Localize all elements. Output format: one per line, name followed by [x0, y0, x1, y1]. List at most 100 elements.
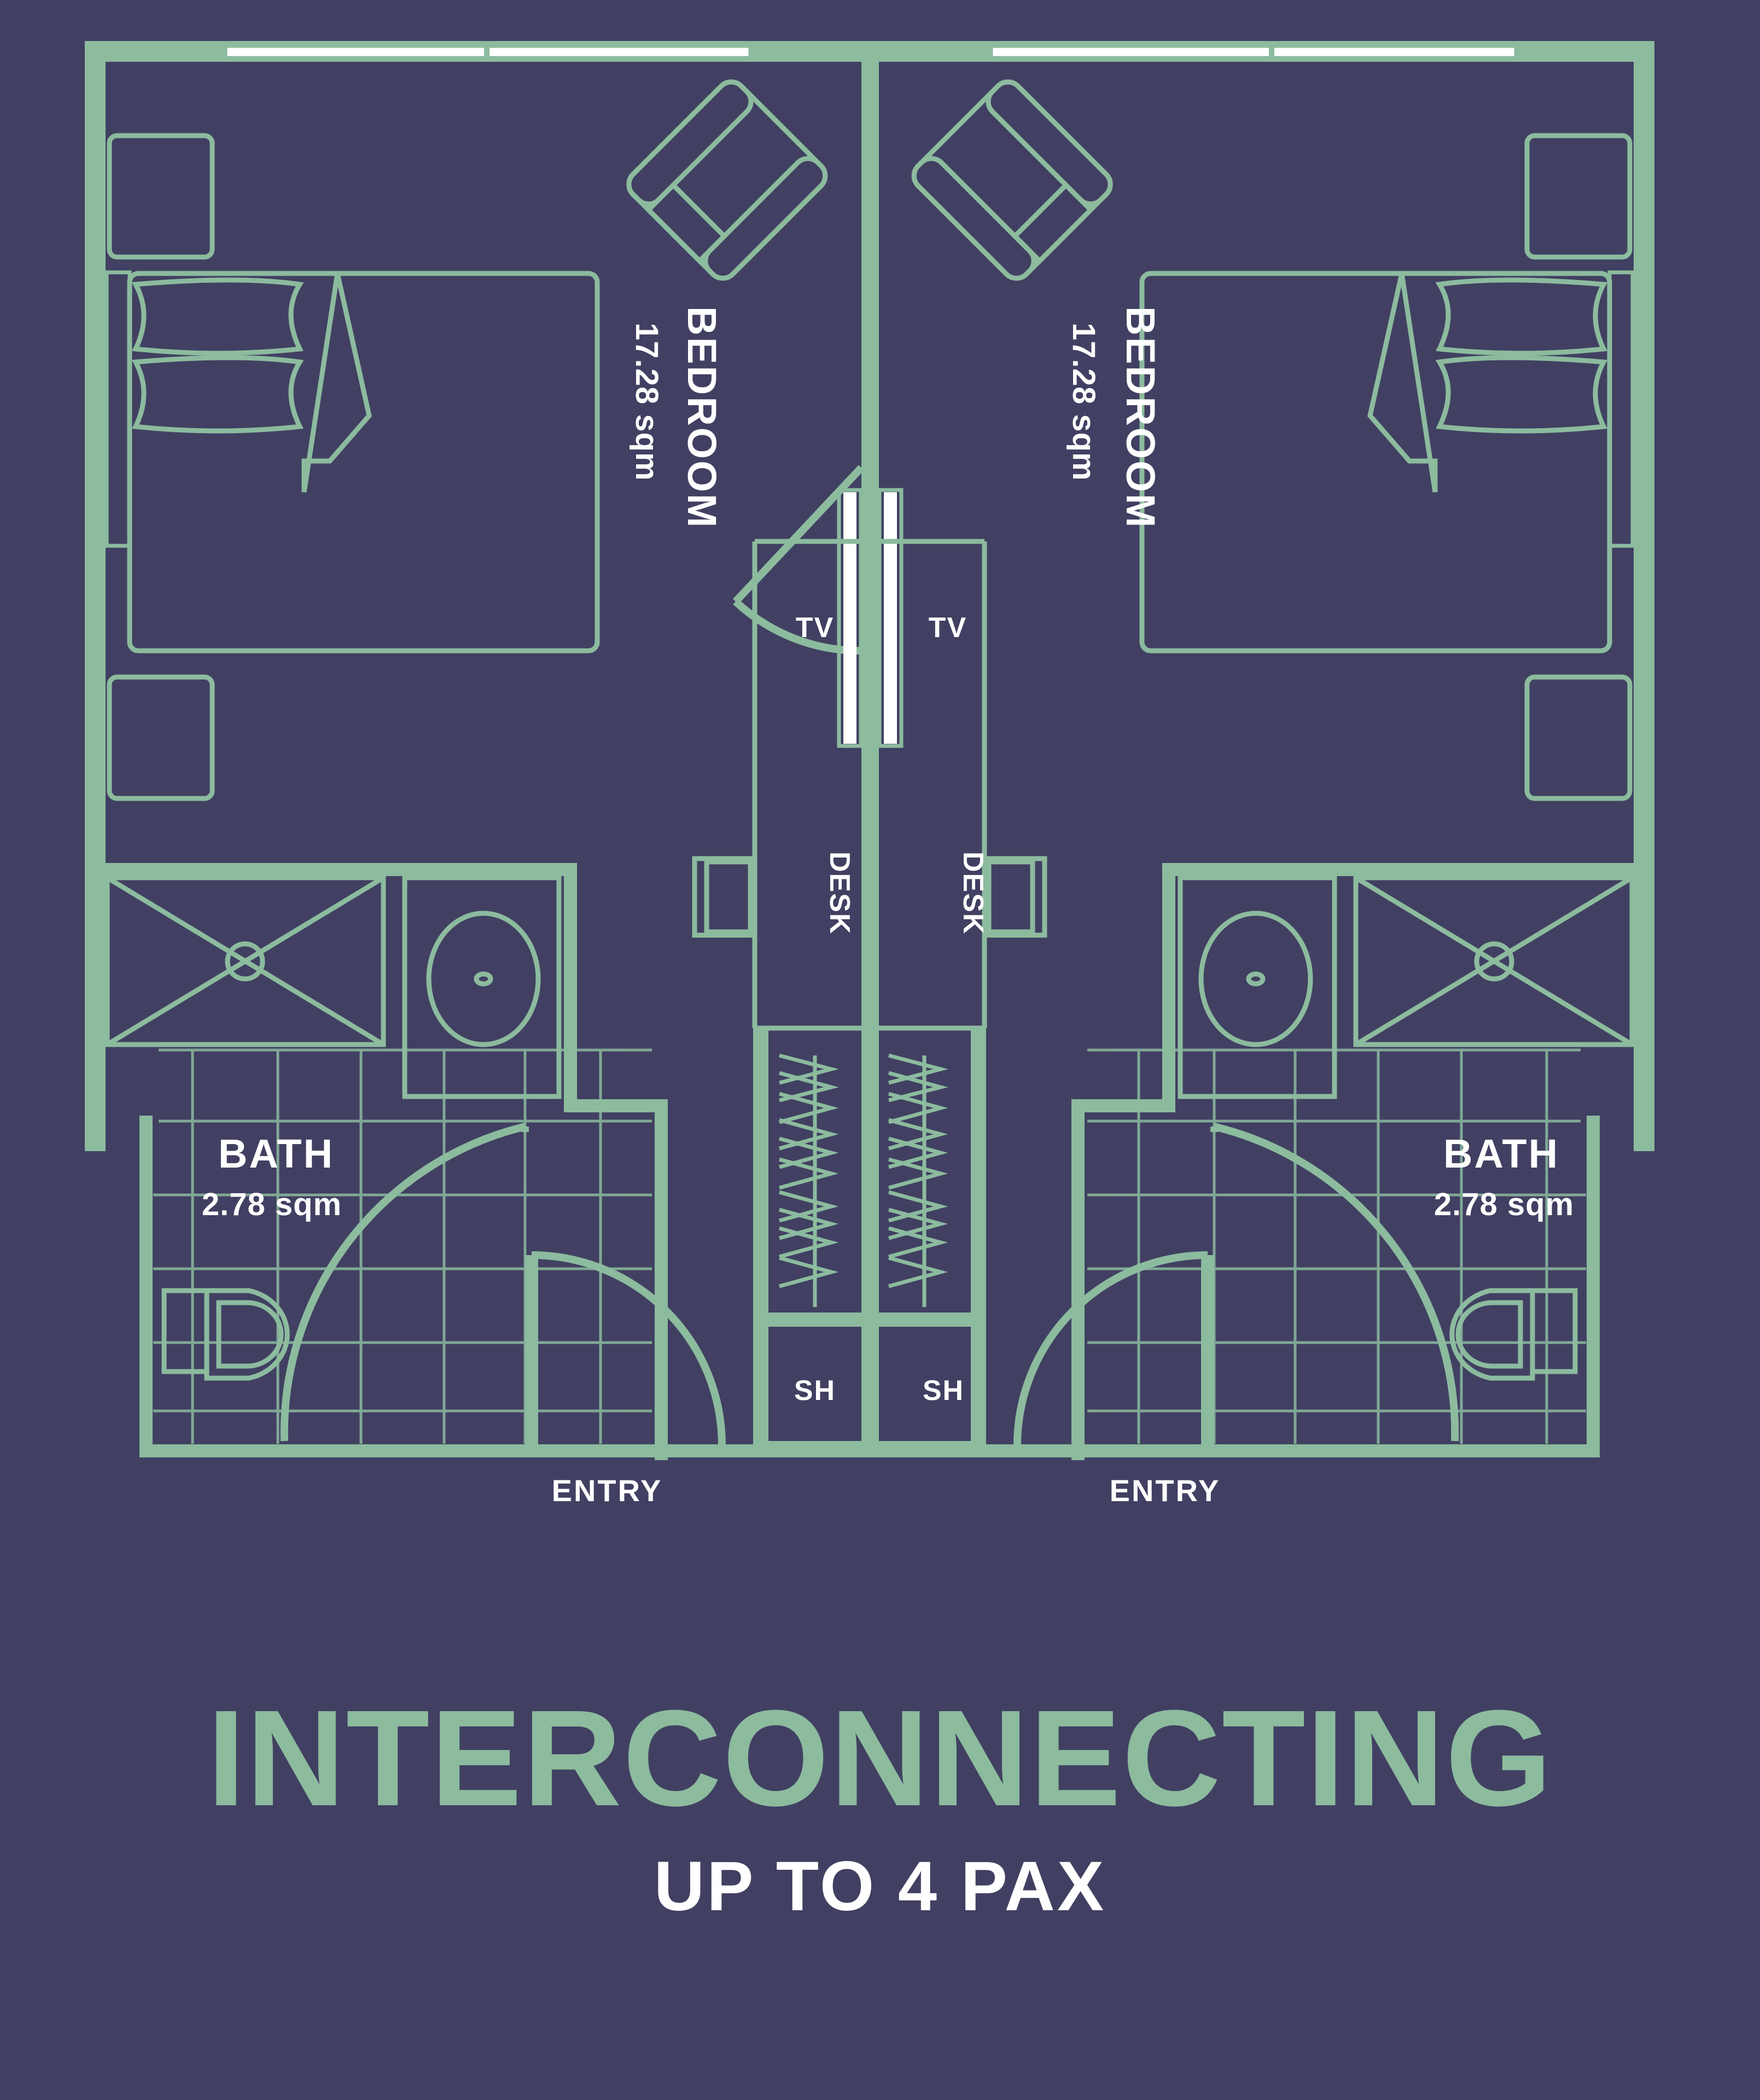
armchair-left-body: [626, 79, 828, 281]
desk-left-label: DESK: [824, 851, 855, 935]
bath-left-group: [104, 875, 652, 1444]
bath-right-area: 2.78 sqm: [1434, 1187, 1574, 1222]
bedroom-left-name: BEDROOM: [679, 306, 725, 529]
basin-right-drain: [1246, 971, 1266, 987]
wall-closet-right-east: [971, 1028, 986, 1455]
bath-right-name: BATH: [1443, 1131, 1559, 1176]
toilet-right-cistern: [1530, 1288, 1578, 1374]
toilet-left-bowl-inner: [216, 1300, 284, 1369]
desk-chairs-group: [692, 856, 1047, 938]
wall-central-partition-upper: [861, 41, 879, 473]
wall-bath-right-bottom: [976, 1444, 1600, 1457]
wall-bath-left-basin-right: [564, 863, 577, 1112]
shower-right-drain: [1474, 941, 1514, 982]
armchair-left-back: [626, 79, 754, 207]
armchair-right-front: [911, 156, 1036, 281]
window-left-mullion: [484, 44, 489, 60]
tv-right-screen: [884, 492, 897, 744]
wall-closet-left-west: [753, 1028, 768, 1455]
shower-left-x2: [106, 876, 385, 1047]
armchair-right-arm: [1011, 182, 1094, 265]
bedroom-right-name: BEDROOM: [1118, 306, 1163, 529]
window-right-frame: [989, 44, 1518, 60]
window-right-glass: [991, 46, 1516, 58]
tv-left-label: TV: [796, 612, 834, 644]
bedroom-right-area: 17.28 sqm: [1066, 323, 1102, 481]
wall-bath-left-neck: [564, 1099, 668, 1112]
basin-right-bowl: [1198, 911, 1313, 1047]
wall-bath-left-east: [655, 1099, 668, 1460]
wall-bath-left-bottom: [139, 1444, 763, 1457]
shower-right-label: SH: [923, 1375, 964, 1407]
wall-left-exterior: [85, 41, 106, 1151]
armchair-right-back: [986, 79, 1113, 207]
entry-right-door-leaf[interactable]: [1201, 1255, 1214, 1457]
entry-right-swing-arc: [1013, 1251, 1208, 1446]
windows-group: [223, 44, 1518, 60]
headboard-left: [104, 270, 132, 548]
bed-right: [1139, 271, 1612, 654]
wall-bath-left-top: [85, 863, 577, 876]
duvet-fold-right-edge: [1399, 273, 1438, 493]
entry-left-swing-arc: [531, 1251, 726, 1446]
wall-bath-right-west: [1071, 1099, 1085, 1460]
duvet-fold-right: [1367, 273, 1438, 492]
basin-left-bowl: [426, 911, 541, 1047]
shower-right-tray: [1353, 875, 1635, 1047]
toilet-right-bowl-inner: [1455, 1300, 1523, 1369]
bath-right-floor-tiles: [1087, 1048, 1586, 1444]
nightstand-right-lower: [1524, 674, 1633, 801]
bath-left-door-swing-arc: [280, 1123, 526, 1442]
wall-bath-left-step: [85, 1132, 106, 1145]
armchair-left-arm: [645, 182, 728, 265]
nightstand-left-lower: [107, 674, 215, 801]
duvet-fold-left-edge: [301, 273, 340, 493]
vanity-left-counter: [402, 875, 562, 1099]
nightstand-right-upper: [1524, 133, 1633, 260]
entry-door-right[interactable]: [1013, 1251, 1214, 1457]
bath-left-area: 2.78 sqm: [202, 1187, 342, 1222]
bath-left-floor-tiles: [153, 1048, 652, 1444]
armchair-left: [626, 79, 828, 281]
armchair-right-body: [911, 79, 1113, 281]
armchair-right: [911, 79, 1113, 281]
wall-bath-right-top: [1162, 863, 1654, 876]
toilet-right-bowl-outer: [1449, 1288, 1535, 1381]
wall-bath-right-east: [1587, 1116, 1600, 1457]
nightstand-left-upper: [107, 133, 215, 260]
wardrobe-group: [779, 1053, 948, 1307]
vanity-right-counter: [1178, 875, 1337, 1099]
pillow-right-lower: [1435, 355, 1608, 434]
toilet-left-bowl-outer: [204, 1288, 290, 1381]
entry-left-door-leaf[interactable]: [525, 1255, 538, 1457]
shower-left-tray: [104, 875, 386, 1047]
wall-central-partition-lower: [861, 473, 879, 1457]
main-title: INTERCONNECTING: [207, 1682, 1553, 1834]
tv-left-mount: [837, 488, 863, 748]
basin-left-drain: [474, 971, 493, 987]
bath-right-door-swing-arc: [1213, 1123, 1459, 1442]
wall-right-exterior: [1634, 41, 1654, 1151]
entry-door-left[interactable]: [525, 1251, 726, 1457]
armchair-left-front: [703, 156, 828, 281]
bath-left-name: BATH: [218, 1131, 334, 1176]
chair-right: [984, 856, 1047, 938]
shower-left-drain: [225, 941, 265, 982]
chair-right-seat: [986, 859, 1035, 935]
shower-left-label: SH: [794, 1375, 836, 1407]
entry-right-label: ENTRY: [1110, 1473, 1221, 1508]
tv-right-label: TV: [929, 612, 967, 644]
pillow-left-lower: [131, 355, 304, 434]
wall-bath-left-west: [139, 1116, 153, 1457]
subtitle: UP TO 4 PAX: [654, 1847, 1106, 1926]
wardrobe-right-hangers: [888, 1053, 948, 1288]
wardrobe-left-hangers: [779, 1053, 839, 1288]
tv-panel-group: [752, 488, 987, 1031]
bedroom-left-area: 17.28 sqm: [629, 323, 665, 481]
labels-group: BEDROOM 17.28 sqm BEDROOM 17.28 sqm BATH…: [202, 306, 1574, 1508]
shower-right-x2: [1354, 876, 1634, 1047]
duvet-fold-left: [301, 273, 372, 492]
headboard-right: [1607, 270, 1635, 548]
